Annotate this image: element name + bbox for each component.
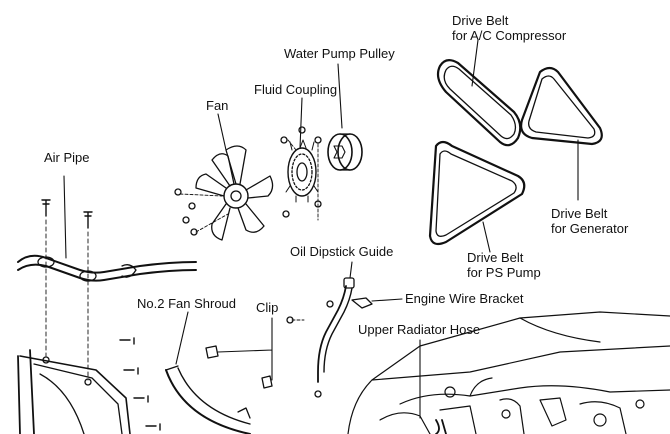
air-pipe-label: Air Pipe bbox=[44, 150, 90, 165]
no2-fan-shroud bbox=[165, 311, 251, 434]
clip-label: Clip bbox=[256, 300, 279, 315]
engine-wire-bracket bbox=[326, 297, 403, 309]
drive-belt-ac-line2: for A/C Compressor bbox=[452, 28, 567, 43]
water-pump-pulley-label: Water Pump Pulley bbox=[284, 46, 395, 61]
oil-dipstick-guide-label: Oil Dipstick Guide bbox=[290, 244, 394, 259]
fluid-coupling-label: Fluid Coupling bbox=[254, 82, 338, 97]
water-pump-pulley bbox=[327, 63, 363, 171]
drive-belt-ps-pump-line2: for PS Pump bbox=[467, 265, 541, 280]
no2-fan-shroud-label: No.2 Fan Shroud bbox=[137, 296, 237, 311]
upper-radiator-hose-label: Upper Radiator Hose bbox=[358, 322, 481, 337]
engine-bay bbox=[347, 311, 670, 434]
oil-dipstick-guide bbox=[314, 261, 355, 398]
radiator-shroud-frame bbox=[17, 337, 161, 434]
fluid-coupling bbox=[280, 97, 322, 221]
drive-belt-ac-compressor bbox=[436, 39, 522, 147]
drive-belt-ps-pump-label: Drive Belt for PS Pump bbox=[467, 250, 541, 280]
drive-belt-ps-pump bbox=[428, 140, 526, 253]
drive-belt-generator-line1: Drive Belt bbox=[551, 206, 608, 221]
drive-belt-generator-line2: for Generator bbox=[551, 221, 629, 236]
air-pipe bbox=[17, 175, 197, 381]
engine-wire-bracket-label: Engine Wire Bracket bbox=[405, 291, 524, 306]
drive-belt-ac-line1: Drive Belt bbox=[452, 13, 509, 28]
clips bbox=[205, 316, 305, 389]
fan-label: Fan bbox=[206, 98, 229, 113]
drive-belt-ps-pump-line1: Drive Belt bbox=[467, 250, 524, 265]
drive-belt-generator-label: Drive Belt for Generator bbox=[551, 206, 628, 236]
drive-belt-ac-compressor-label: Drive Belt for A/C Compressor bbox=[452, 13, 566, 43]
drive-belt-generator bbox=[520, 66, 603, 201]
cooling-fan bbox=[174, 113, 274, 241]
